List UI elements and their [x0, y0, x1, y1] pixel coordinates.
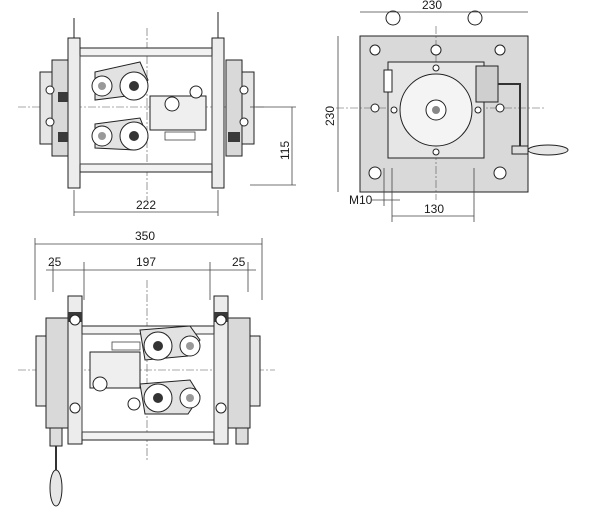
side-view-left-block: [383, 69, 393, 93]
front-view-upper-pivot-hole: [186, 342, 194, 350]
top-view-mechanism-bolt: [164, 96, 180, 112]
top-view-lower-pivot-hole: [98, 132, 106, 140]
side-view-left-eye: [385, 10, 401, 26]
top-view-bolt-1: [45, 85, 55, 95]
side-view-hole-bl: [368, 166, 382, 180]
top-view-upper-crossbar: [79, 47, 213, 57]
top-view-spring: [164, 131, 196, 141]
dim-115-label: 115: [278, 141, 292, 160]
side-view-right-eye: [467, 10, 483, 26]
dim-230-left-label: 230: [323, 106, 337, 126]
front-view-crank-base: [49, 427, 63, 447]
front-view-spring: [111, 341, 141, 351]
side-view-hole-tr: [494, 44, 506, 56]
side-view-hole-ml: [370, 103, 380, 113]
side-view-hole-br: [493, 166, 507, 180]
dim-222-label: 222: [136, 198, 156, 212]
top-view-bolt-2: [45, 117, 55, 127]
front-view-upper-roller-hub: [153, 341, 163, 351]
side-view-ring-bolt-1: [432, 64, 440, 72]
front-view-right-flange: [249, 335, 261, 407]
top-view-lower-roller-hub: [129, 131, 139, 141]
front-view-left-flange: [35, 335, 47, 407]
side-view-crank-housing: [475, 65, 499, 103]
front-view-left-block: [45, 317, 69, 429]
side-view-center-shaft: [432, 106, 440, 114]
side-view-crank-knob: [527, 144, 569, 156]
top-view-body: [79, 55, 213, 165]
top-view-bolt-4: [239, 117, 249, 127]
top-view-lower-crossbar: [79, 163, 213, 173]
side-view-hole-tm: [430, 44, 442, 56]
top-view: 115 222: [18, 12, 296, 216]
front-view-bolt-1: [69, 314, 81, 326]
front-view-mechanism-nut: [127, 397, 141, 411]
top-view-left-clamp: [58, 92, 68, 102]
side-view-crank-knob-base: [511, 145, 529, 155]
front-view-mechanism-bolt: [92, 376, 108, 392]
side-view-ring-bolt-2: [432, 148, 440, 156]
dim-130-label: 130: [424, 202, 444, 216]
front-view: 350 25 197 25: [18, 229, 275, 507]
front-view-bolt-2: [215, 314, 227, 326]
top-view-right-flange: [241, 71, 255, 145]
top-view-left-flange: [39, 71, 53, 145]
front-view-right-fitting: [235, 427, 249, 445]
dim-230-top-label: 230: [422, 0, 442, 12]
top-view-left-post: [67, 37, 81, 189]
side-view-ring-bolt-3: [390, 106, 398, 114]
side-view-crank-arm: [498, 83, 521, 150]
front-view-mechanism: [89, 351, 141, 389]
top-view-right-clamp: [228, 132, 240, 142]
front-view-bolt-4: [215, 402, 227, 414]
front-view-crank-knob: [49, 469, 63, 507]
dim-197-label: 197: [136, 255, 156, 269]
front-view-bolt-3: [69, 402, 81, 414]
top-view-bolt-3: [239, 85, 249, 95]
top-view-left-clamp-lower: [58, 132, 68, 142]
dim-25-right-label: 25: [232, 255, 246, 269]
front-view-lower-crossbar: [81, 431, 215, 441]
front-view-lower-pivot-hole: [186, 394, 194, 402]
top-view-mechanism-nut: [189, 85, 203, 99]
side-view-hole-tl: [369, 44, 381, 56]
front-view-lower-roller-hub: [153, 393, 163, 403]
side-view-hole-mr: [495, 103, 505, 113]
dim-m10-label: M10: [349, 193, 373, 207]
top-view-upper-roller-hub: [129, 81, 139, 91]
side-view-ring-bolt-4: [474, 106, 482, 114]
top-view-right-post: [211, 37, 225, 189]
dim-350-label: 350: [135, 229, 155, 243]
front-view-right-block: [227, 317, 251, 429]
dim-25-left-label: 25: [48, 255, 62, 269]
side-view: 230 230 M10 130: [323, 0, 569, 222]
top-view-upper-pivot-hole: [98, 82, 106, 90]
